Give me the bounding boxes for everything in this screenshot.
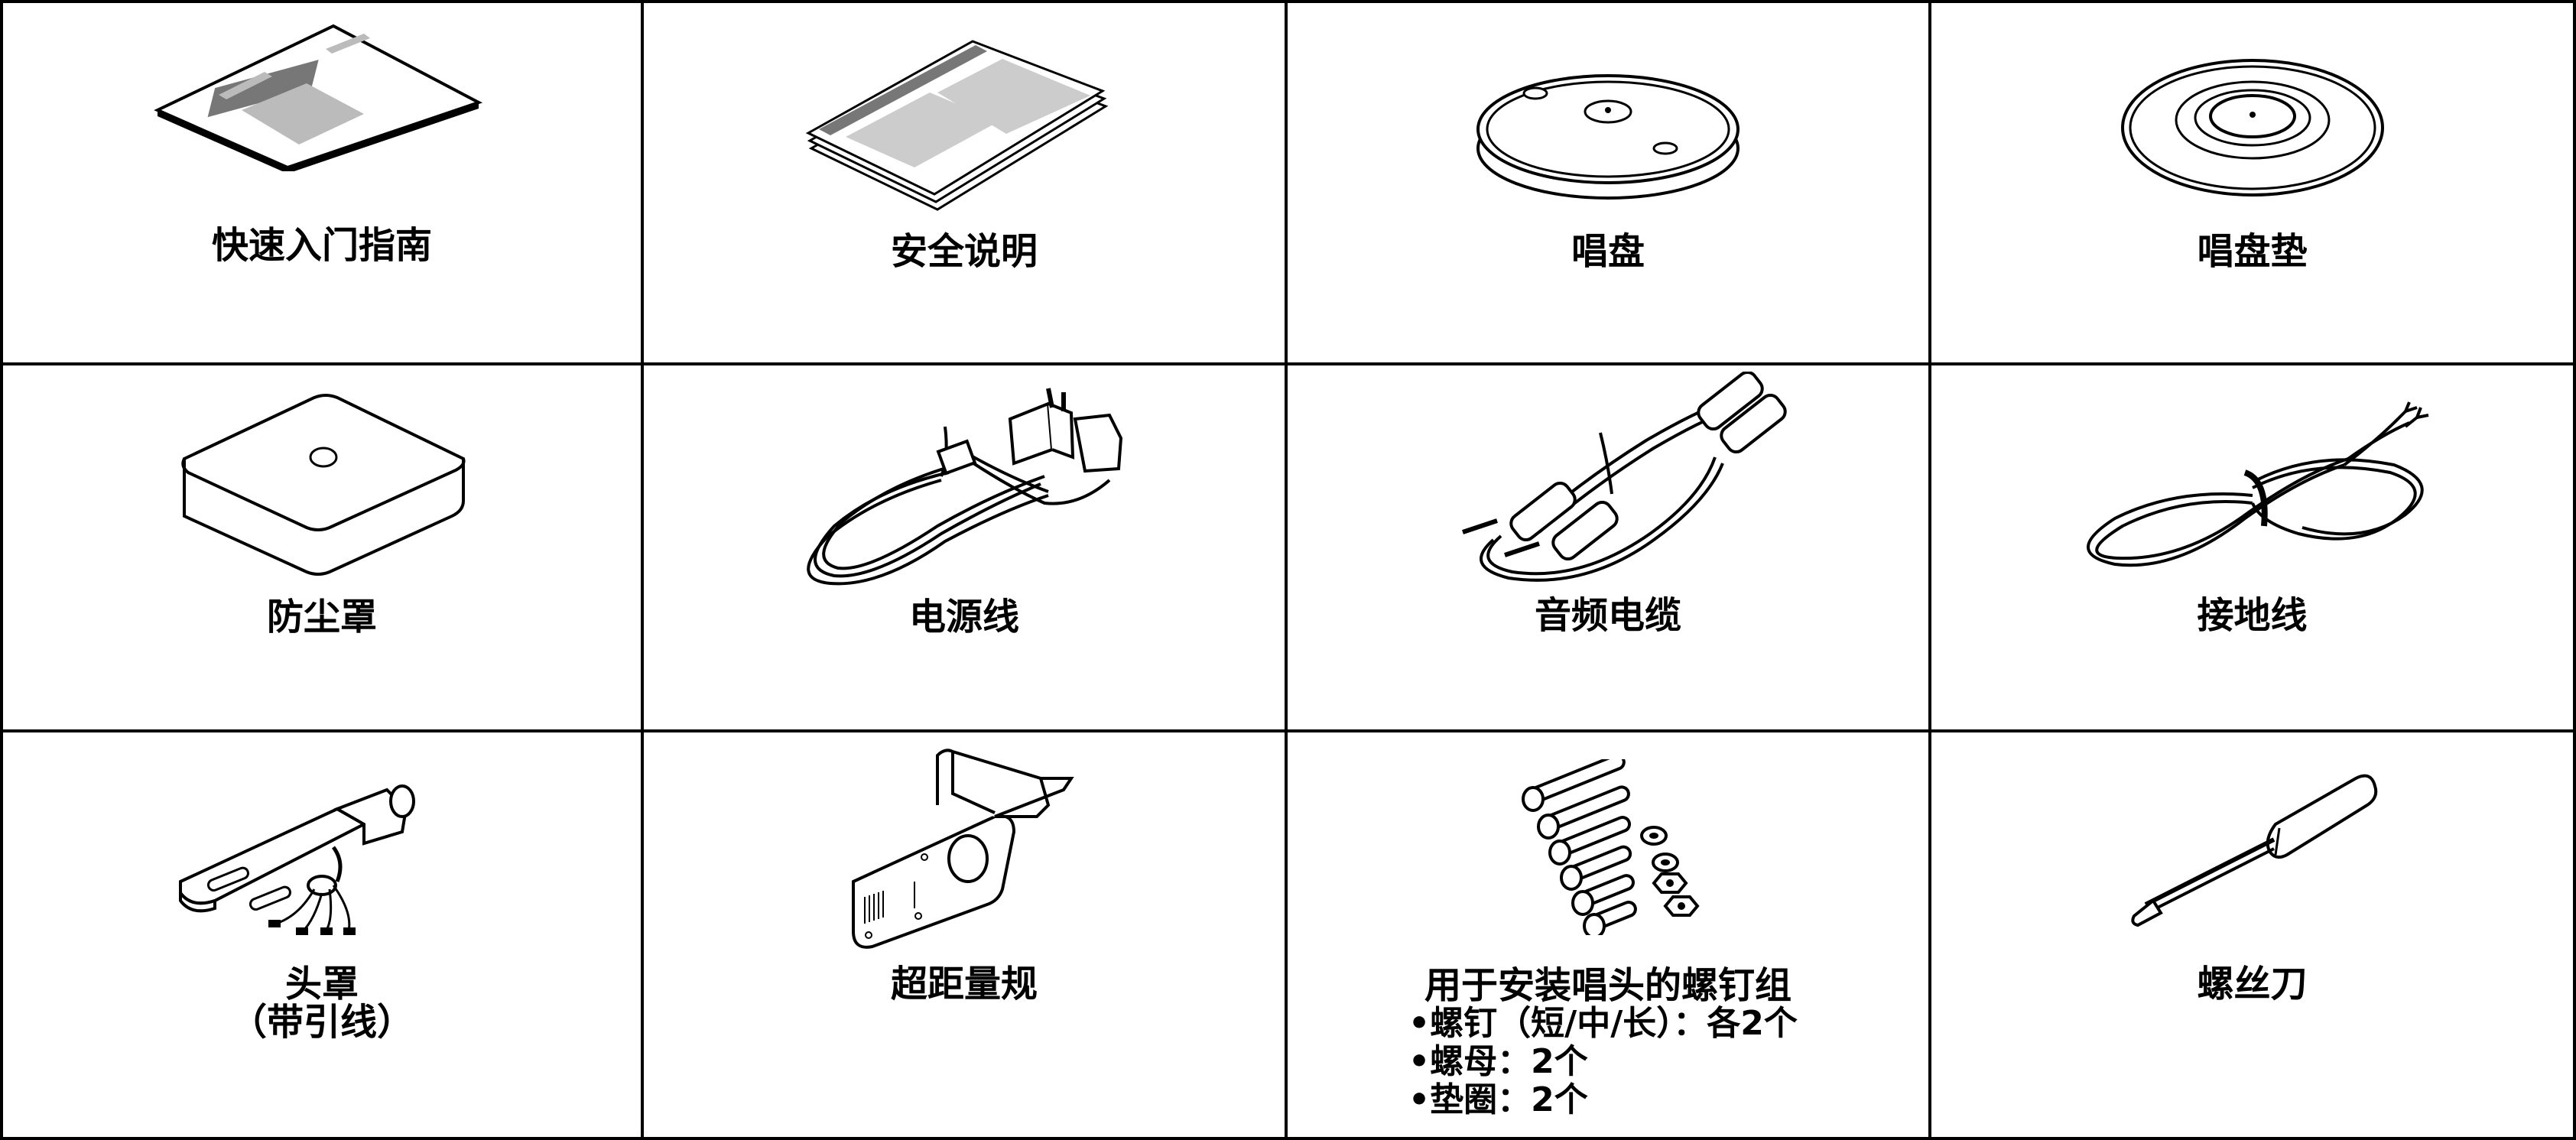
platter-mat-icon	[2120, 59, 2384, 196]
dust-cover-icon	[181, 394, 466, 576]
item-label: 接地线	[2197, 594, 2308, 637]
screwdriver-icon	[2130, 774, 2377, 927]
ground-wire-icon	[2086, 401, 2428, 567]
safety-instructions-icon	[805, 40, 1109, 211]
item-cell-overhang-gauge: 超距量规	[644, 732, 1288, 1140]
detail-screws: •螺钉（短/中/长）：各2个	[1408, 1004, 1798, 1043]
item-label: 超距量规	[890, 963, 1038, 1005]
detail-nuts: •螺母：2个	[1408, 1042, 1588, 1081]
item-cell-screwdriver: 螺丝刀	[1931, 732, 2576, 1140]
audio-cable-icon	[1462, 372, 1787, 582]
screw-set-icon	[1522, 759, 1700, 935]
headshell-icon	[179, 784, 415, 935]
detail-washers: •垫圈：2个	[1408, 1080, 1588, 1119]
item-cell-quick-start-guide: 快速入门指南	[0, 0, 644, 365]
item-label: 唱盘垫	[2197, 230, 2308, 273]
quick-start-guide-icon	[154, 24, 483, 171]
power-cord-icon	[807, 388, 1123, 586]
item-cell-audio-cable: 音频电缆	[1288, 365, 1931, 732]
item-cell-headshell: 头罩 （带引线）	[0, 732, 644, 1140]
item-cell-power-cord: 电源线	[644, 365, 1288, 732]
overhang-gauge-icon	[852, 749, 1074, 949]
item-details: •螺钉（短/中/长）：各2个 •螺母：2个 •垫圈：2个	[1408, 1005, 1798, 1119]
item-label: 快速入门指南	[211, 224, 432, 267]
item-cell-ground-wire: 接地线	[1931, 365, 2576, 732]
item-label: 螺丝刀	[2197, 963, 2308, 1005]
item-cell-safety-instructions: 安全说明	[644, 0, 1288, 365]
item-cell-platter-mat: 唱盘垫	[1931, 0, 2576, 365]
item-label: 唱盘	[1571, 230, 1645, 273]
item-label: 头罩	[284, 963, 359, 1005]
platter-icon	[1476, 74, 1740, 200]
item-cell-platter: 唱盘	[1288, 0, 1931, 365]
item-label: 电源线	[908, 596, 1019, 638]
item-cell-dust-cover: 防尘罩	[0, 365, 644, 732]
item-cell-screw-set: 用于安装唱头的螺钉组 •螺钉（短/中/长）：各2个 •螺母：2个 •垫圈：2个	[1288, 732, 1931, 1140]
item-label: 防尘罩	[266, 596, 377, 638]
item-label: 安全说明	[890, 230, 1038, 273]
item-sublabel: （带引线）	[229, 1001, 414, 1044]
item-label: 音频电缆	[1534, 594, 1681, 637]
item-label: 用于安装唱头的螺钉组	[1424, 964, 1792, 1007]
